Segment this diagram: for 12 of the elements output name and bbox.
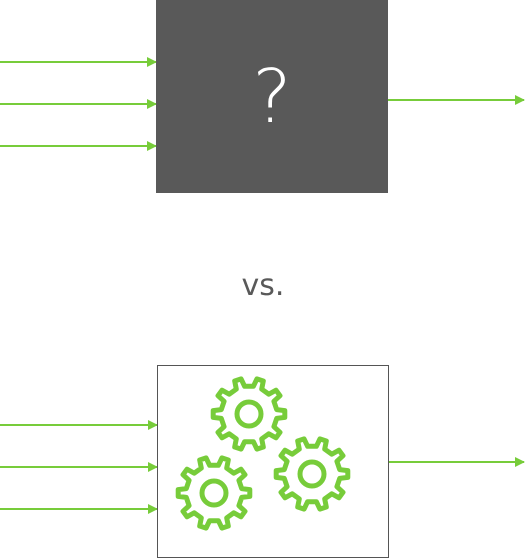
arrow bbox=[0, 57, 157, 67]
question-mark: ? bbox=[252, 60, 292, 134]
arrow bbox=[0, 99, 157, 109]
arrow bbox=[0, 504, 158, 514]
arrow bbox=[388, 95, 525, 105]
arrow bbox=[0, 462, 158, 472]
arrow bbox=[0, 141, 157, 151]
process-box bbox=[156, 0, 388, 193]
arrow bbox=[389, 457, 525, 467]
comparison-label: vs. bbox=[240, 268, 286, 303]
process-box bbox=[157, 365, 389, 558]
arrow bbox=[0, 420, 158, 430]
